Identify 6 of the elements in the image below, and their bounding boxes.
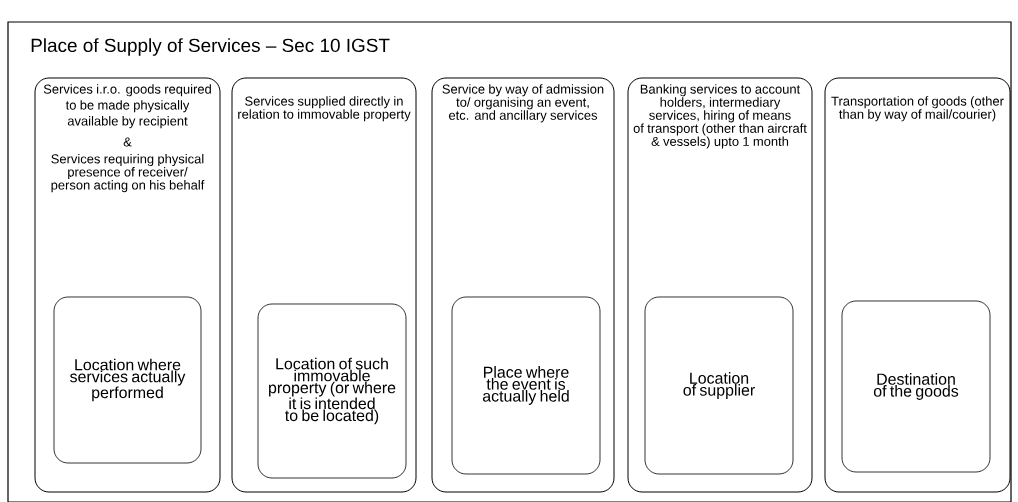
result-box: Location of such immovable property (or where it is intended to be located) — [257, 303, 407, 479]
result-box: Place where the event is actually held — [451, 296, 601, 475]
result-box: Location of supplier — [644, 296, 794, 475]
result-box: Location where services actually performed — [53, 296, 202, 464]
title: Place of Supply of Services – Sec 10 IGST — [31, 38, 390, 56]
result-box: Destination of the goods — [841, 300, 991, 473]
